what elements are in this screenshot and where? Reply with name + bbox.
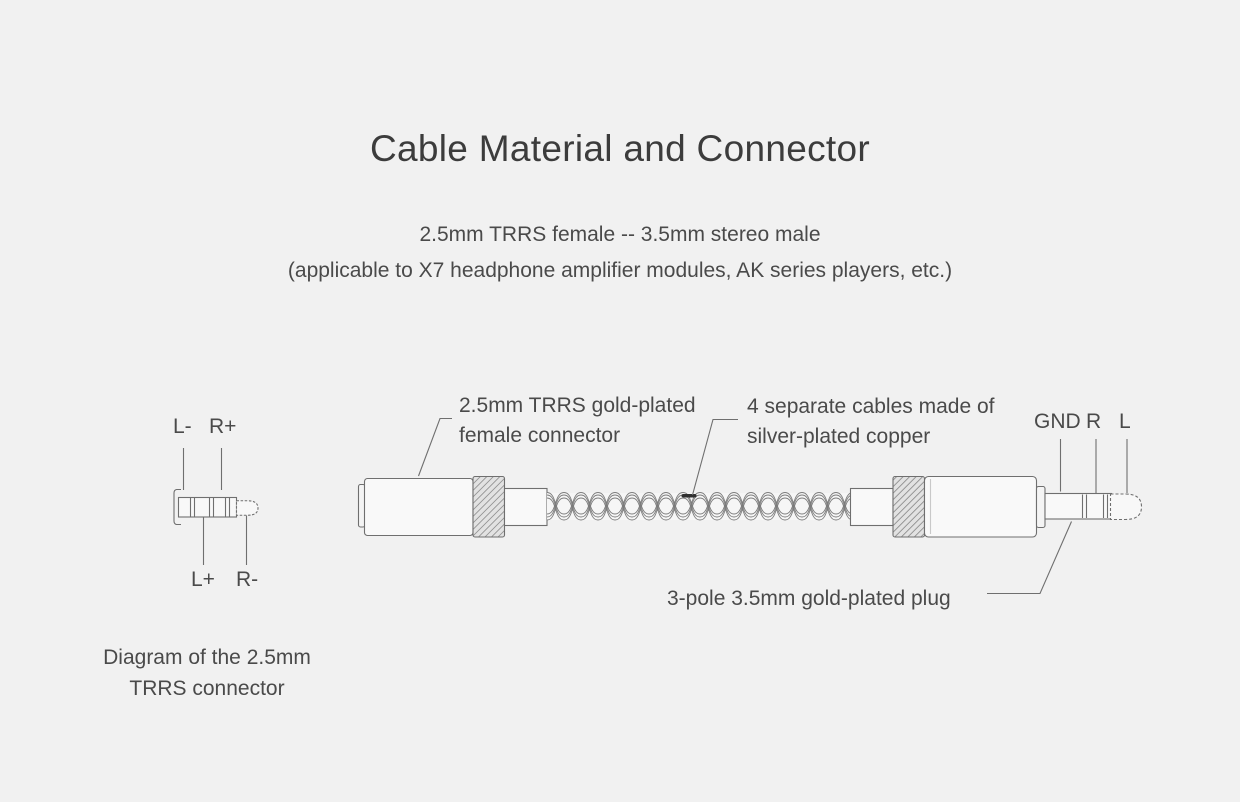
subtitle-line1: 2.5mm TRRS female -- 3.5mm stereo male bbox=[419, 223, 821, 246]
trrs-ring-dividers bbox=[189, 498, 231, 517]
trrs-connector-drawing bbox=[173, 448, 259, 565]
male-plug-drawing bbox=[849, 475, 1143, 538]
trrs-base-bracket bbox=[173, 488, 181, 526]
pin-label-gnd: GND bbox=[1034, 410, 1081, 433]
plug-ring-dividers bbox=[1081, 494, 1109, 518]
pin-label-l-minus: L- bbox=[173, 415, 192, 438]
subtitle: 2.5mm TRRS female -- 3.5mm stereo male (… bbox=[0, 217, 1240, 289]
pin-label-r-minus: R- bbox=[236, 568, 259, 591]
leader-wires bbox=[691, 418, 738, 496]
caption-line1: Diagram of the 2.5mm bbox=[103, 646, 311, 669]
pin-label-l-plus: L+ bbox=[191, 568, 215, 591]
cable-drawing bbox=[357, 417, 1143, 595]
female-neck bbox=[503, 487, 548, 527]
page-title: Cable Material and Connector bbox=[370, 128, 870, 169]
female-connector-drawing bbox=[357, 475, 548, 538]
annotation-female-line2: female connector bbox=[459, 424, 621, 447]
trrs-diagram-caption: Diagram of the 2.5mm TRRS connector bbox=[92, 642, 322, 704]
cable-pointer-mark bbox=[681, 494, 697, 498]
trrs-body bbox=[177, 496, 238, 518]
pin-label-l: L bbox=[1119, 410, 1131, 433]
trrs-tip bbox=[235, 500, 259, 516]
annotation-female-line1: 2.5mm TRRS gold-plated bbox=[459, 394, 696, 417]
female-knurl-ring bbox=[472, 475, 506, 538]
annotation-wires-line2: silver-plated copper bbox=[747, 425, 931, 448]
annotation-female-connector: 2.5mm TRRS gold-plated female connector bbox=[459, 391, 696, 451]
plug-neck bbox=[849, 487, 894, 527]
plug-end-cap bbox=[1035, 485, 1046, 529]
female-body bbox=[363, 477, 474, 537]
pin-label-r: R bbox=[1086, 410, 1102, 433]
plug-body bbox=[923, 475, 1038, 538]
annotation-wires: 4 separate cables made of silver-plated … bbox=[747, 392, 995, 452]
plug-pin-lines bbox=[1059, 439, 1128, 493]
plug-knurl-ring bbox=[892, 475, 926, 538]
annotation-plug: 3-pole 3.5mm gold-plated plug bbox=[667, 587, 951, 610]
subtitle-line2: (applicable to X7 headphone amplifier mo… bbox=[287, 259, 953, 282]
plug-shaft bbox=[1044, 492, 1113, 520]
leader-plug bbox=[987, 521, 1073, 595]
caption-line2: TRRS connector bbox=[129, 677, 285, 700]
annotation-wires-line1: 4 separate cables made of bbox=[747, 395, 995, 418]
plug-tip bbox=[1109, 493, 1143, 521]
pin-label-r-plus: R+ bbox=[209, 415, 237, 438]
leader-female-connector bbox=[417, 417, 452, 477]
braided-cable-drawing bbox=[547, 489, 850, 523]
